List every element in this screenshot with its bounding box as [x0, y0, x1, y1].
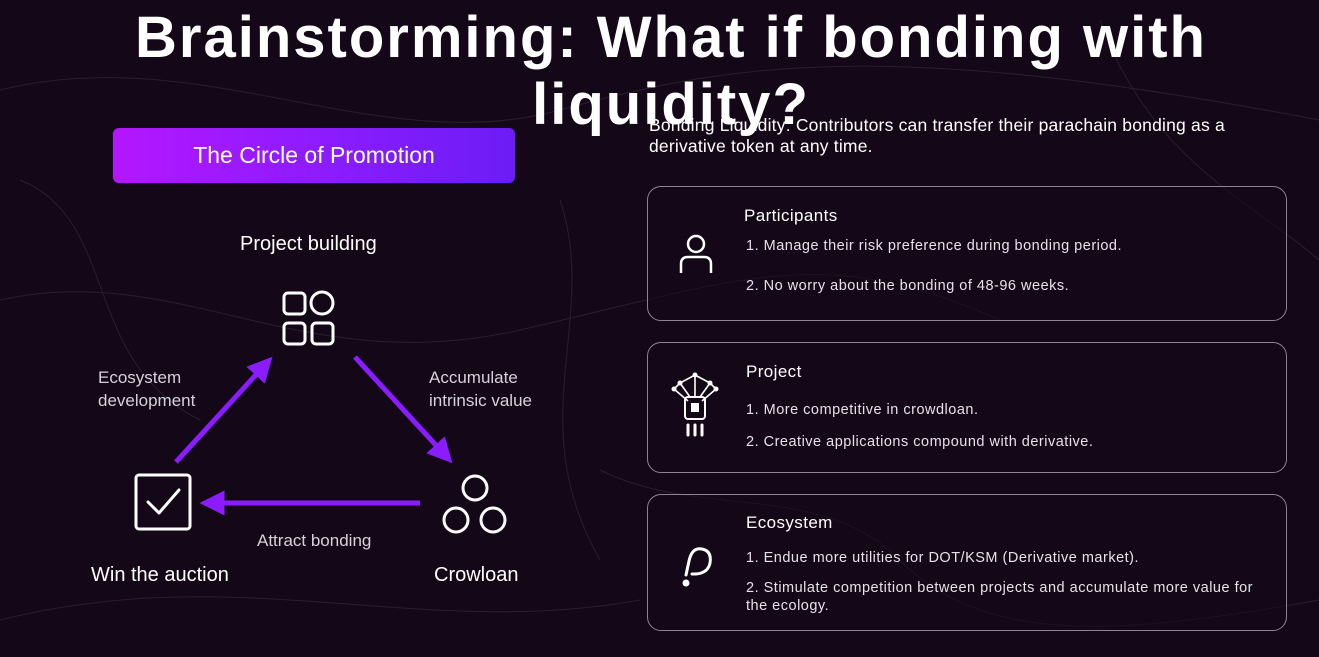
card-title-participants: Participants [744, 206, 838, 225]
card-item-project-2: 2. Creative applications compound with d… [746, 434, 1094, 450]
crowloan-icon [442, 474, 507, 534]
edge-label-accumulate-line1: Accumulate [429, 368, 518, 387]
page-title: Brainstorming: What if bonding with liqu… [135, 5, 1207, 137]
edge-label-ecosystem: Ecosystem development [98, 366, 195, 412]
node-win-auction: Win the auction [91, 564, 229, 586]
card-ecosystem: Ecosystem 1. Endue more utilities for DO… [647, 494, 1287, 631]
card-title-project: Project [746, 362, 802, 381]
accumulate-value-arrow [353, 355, 453, 464]
ecosystem-development-arrow [174, 356, 273, 464]
edge-label-ecosystem-line2: development [98, 391, 196, 410]
checkbox-icon [134, 473, 192, 531]
card-item-ecosystem-2: 2. Stimulate competition between project… [746, 580, 1253, 614]
card-item-project-1: 1. More competitive in crowdloan. [746, 402, 979, 418]
card-title-ecosystem: Ecosystem [746, 513, 833, 532]
circle-of-promotion-button[interactable]: The Circle of Promotion [113, 128, 515, 183]
project-building-icon [282, 290, 335, 346]
card-project: Project 1. More competitive in crowdloan… [647, 342, 1287, 473]
edge-label-accumulate-line2: intrinsic value [429, 391, 532, 410]
node-crowloan: Crowloan [434, 564, 519, 586]
card-item-ecosystem-1: 1. Endue more utilities for DOT/KSM (Der… [746, 550, 1140, 566]
node-project-building: Project building [240, 233, 377, 255]
edge-label-attract: Attract bonding [257, 531, 372, 550]
edge-label-accumulate: Accumulate intrinsic value [429, 366, 532, 412]
person-icon [679, 234, 713, 273]
card-participants: Participants 1. Manage their risk prefer… [647, 186, 1287, 321]
card-item-participants-1: 1. Manage their risk preference during b… [746, 238, 1123, 254]
edge-label-ecosystem-line1: Ecosystem [98, 368, 182, 387]
intro-text: Bonding Liquidity: Contributors can tran… [649, 115, 1225, 156]
polkadot-icon [682, 547, 712, 587]
chip-network-icon [671, 372, 719, 437]
card-item-participants-2: 2. No worry about the bonding of 48-96 w… [746, 278, 1070, 294]
